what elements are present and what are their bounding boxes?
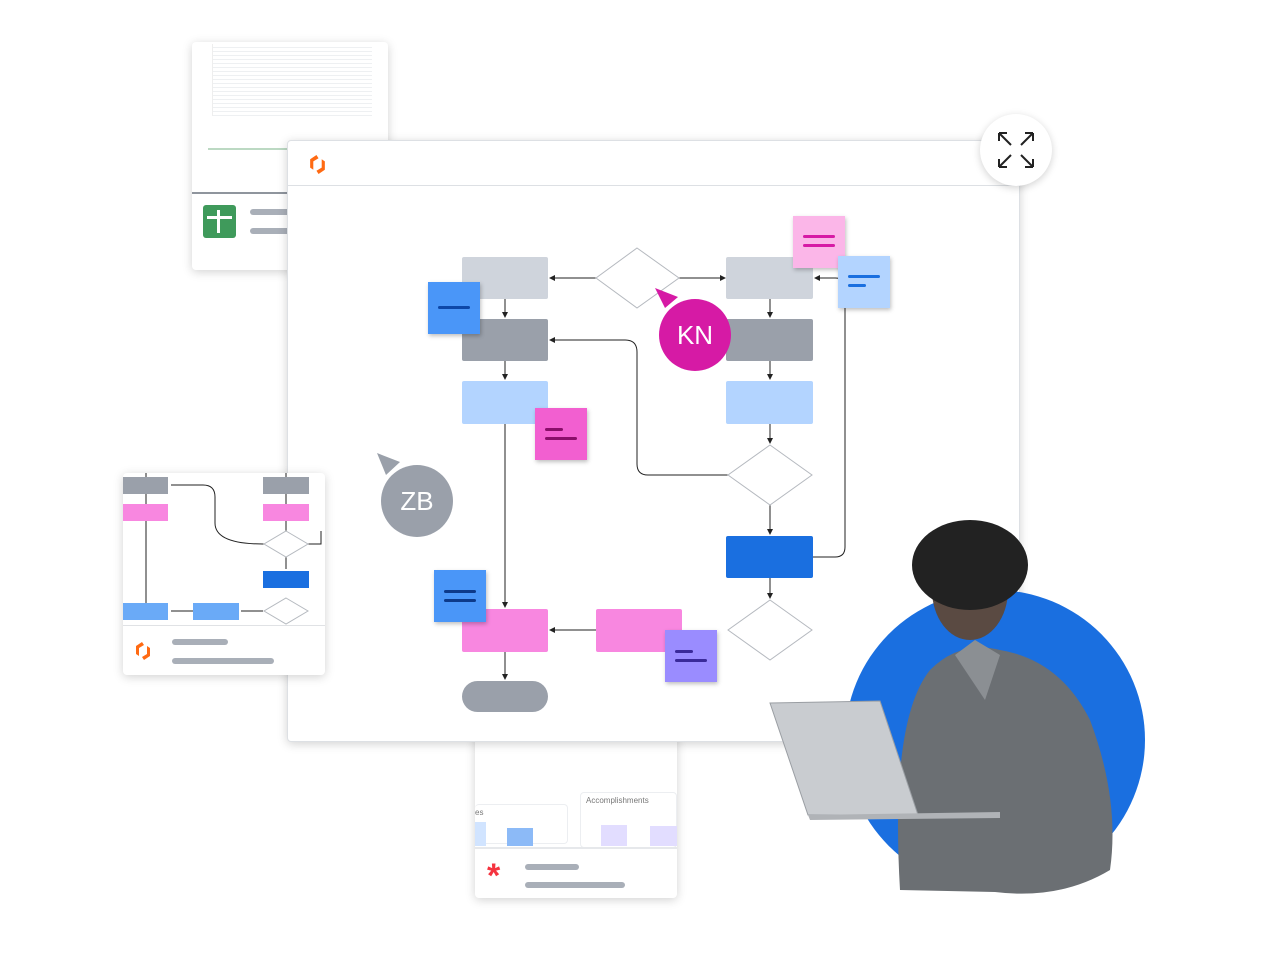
spreadsheet-progress	[208, 148, 288, 150]
divider	[123, 625, 325, 626]
sticky-note[interactable]	[838, 256, 890, 308]
sticky-note[interactable]	[793, 216, 845, 268]
mini-sticky	[475, 822, 486, 846]
process-node[interactable]	[726, 319, 813, 361]
title-placeholder	[172, 639, 228, 645]
expand-arrows-icon	[998, 132, 1034, 168]
cursor-zb	[377, 453, 400, 475]
title-placeholder	[525, 864, 579, 870]
person-illustration	[898, 520, 1113, 894]
mini-sticky	[507, 828, 533, 846]
decision-diamond	[727, 599, 813, 661]
cursor-kn	[655, 288, 678, 308]
decision-diamond	[595, 247, 680, 309]
connector	[549, 337, 728, 476]
google-sheets-icon	[203, 205, 236, 238]
decision-diamond	[727, 444, 813, 506]
window-header	[288, 141, 1021, 186]
expand-button[interactable]	[980, 114, 1052, 186]
mini-sticky	[601, 825, 627, 846]
divider	[475, 847, 677, 849]
lucid-logo-icon	[136, 642, 150, 660]
subtitle-placeholder	[525, 882, 625, 888]
collaborator-avatar-kn: KN	[659, 299, 731, 371]
title-placeholder	[250, 209, 310, 215]
lucid-logo-icon	[310, 155, 325, 174]
mini-diagram	[123, 473, 322, 625]
process-node[interactable]	[726, 536, 813, 578]
subtitle-placeholder	[250, 228, 310, 234]
sticky-note[interactable]	[434, 570, 486, 622]
laptop-base	[808, 812, 1000, 820]
collaborator-avatar-zb: ZB	[381, 465, 453, 537]
sticky-note[interactable]	[665, 630, 717, 682]
process-node[interactable]	[726, 381, 813, 424]
asterisk-icon: *	[487, 857, 501, 895]
process-node[interactable]	[462, 381, 548, 424]
mini-sticky	[650, 826, 677, 846]
terminator-node[interactable]	[462, 681, 548, 712]
board-card[interactable]: es Accomplishments *	[475, 730, 677, 898]
sticky-note[interactable]	[428, 282, 480, 334]
mini-diagram-card[interactable]	[123, 473, 325, 675]
spreadsheet-grid	[212, 44, 372, 116]
sticky-note[interactable]	[535, 408, 587, 460]
subtitle-placeholder	[172, 658, 274, 664]
